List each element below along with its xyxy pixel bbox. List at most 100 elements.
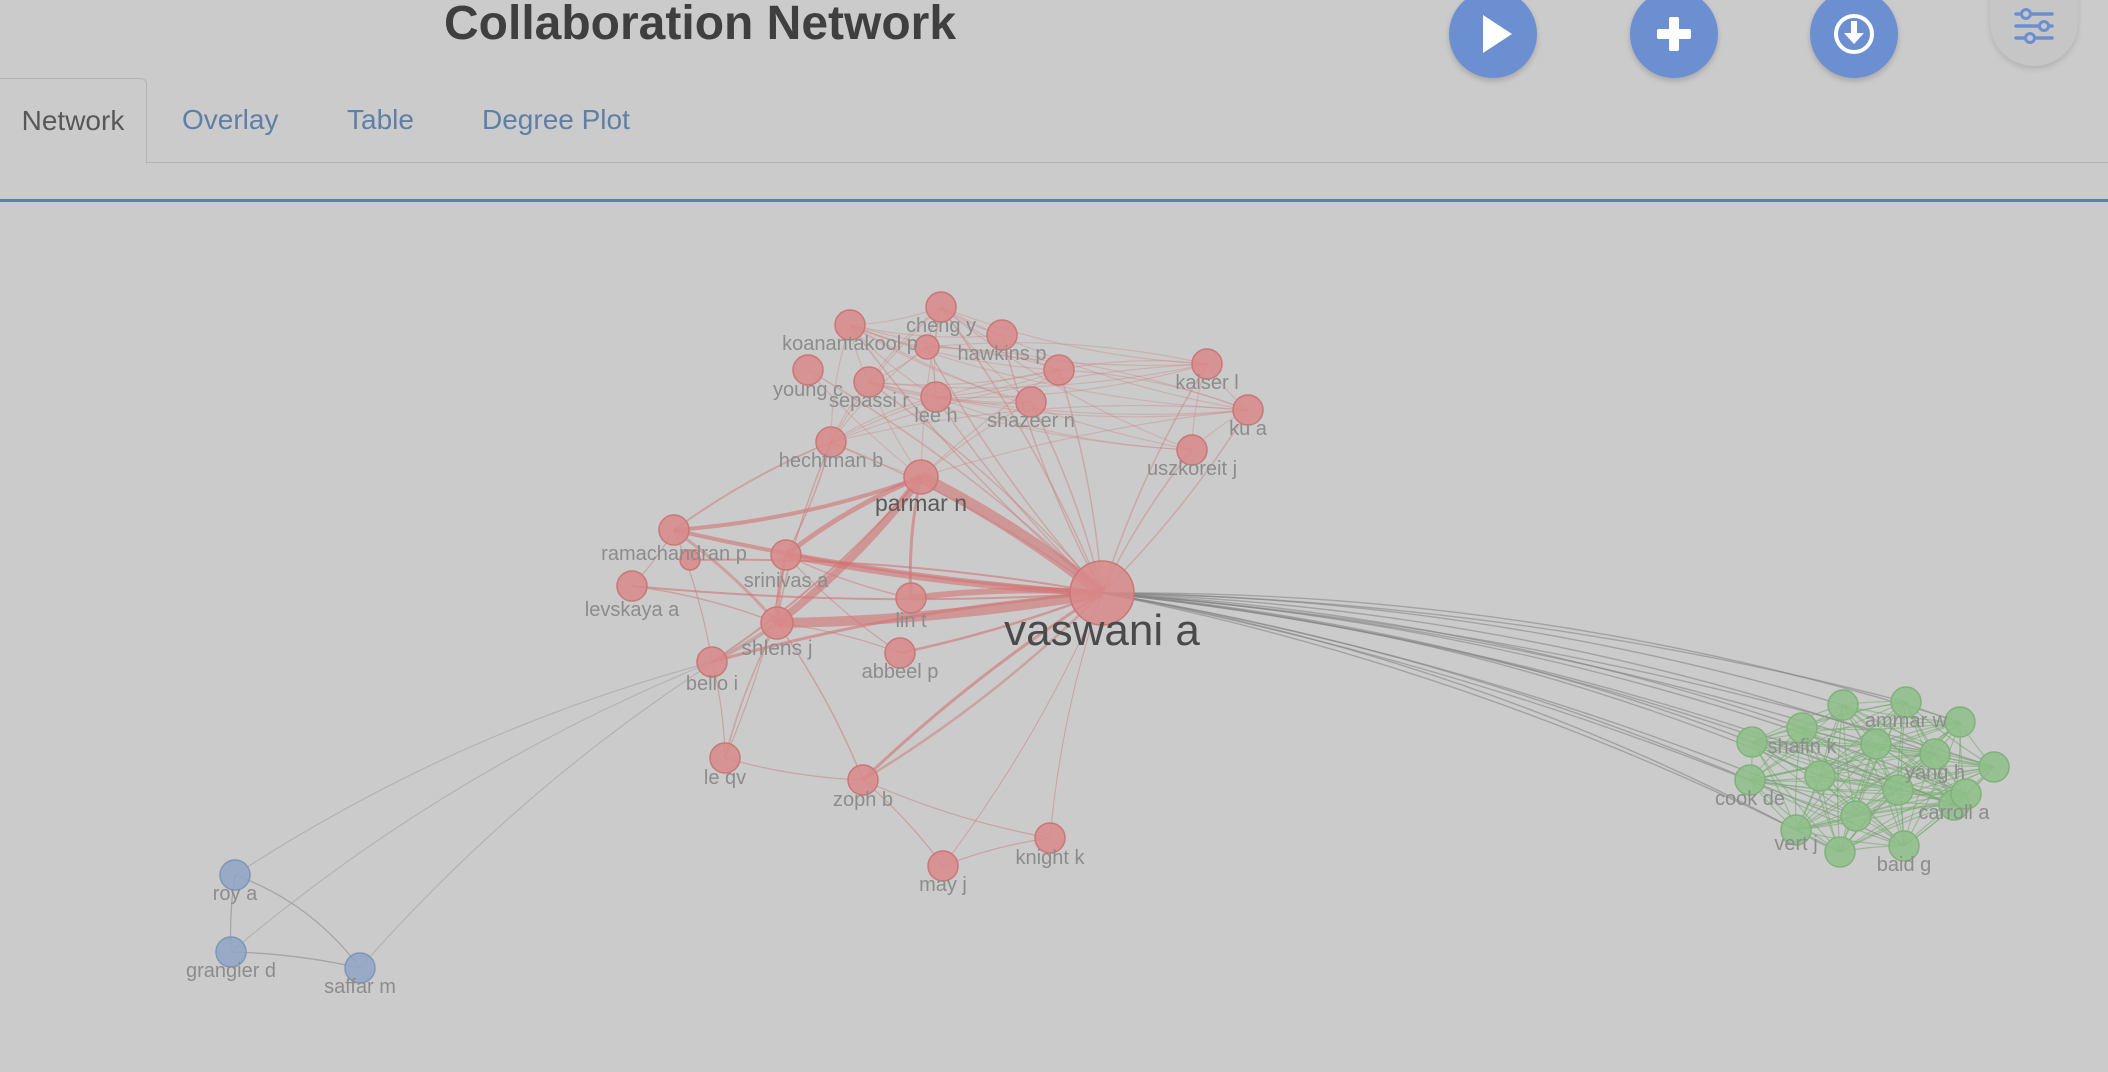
node-shafin-k[interactable] [1786,712,1818,744]
settings-button[interactable] [1990,0,2078,66]
network-edge [862,779,1051,839]
node-knight-k[interactable] [1034,822,1066,854]
play-button[interactable] [1449,0,1537,78]
node-kaiser-l[interactable] [1191,348,1223,380]
node-lin-t[interactable] [895,582,927,614]
page-title: Collaboration Network [444,0,957,50]
node-label: bello i [686,673,738,695]
network-edge [673,475,922,532]
node-label: ramachandran p [601,543,747,565]
node-g4[interactable] [1736,726,1768,758]
node-baid-g[interactable] [1888,830,1920,862]
node-hawkins-p[interactable] [986,319,1018,351]
node-le-qv[interactable] [709,742,741,774]
node-g10[interactable] [1824,836,1856,868]
node-yang-h[interactable] [1919,738,1951,770]
node-srinivas-a[interactable] [770,539,802,571]
node-ramachandran-p[interactable] [658,514,690,546]
node-shazeer-n[interactable] [1015,386,1047,418]
network-edge [1001,334,1103,594]
network-edge [1101,592,1821,777]
node-abbeel-p[interactable] [884,637,916,669]
node-label: hawkins p [958,343,1047,365]
node-lee-h[interactable] [920,381,952,413]
node-red_c[interactable] [679,549,701,571]
network-edge [1101,409,1249,594]
node-zoph-b[interactable] [847,764,879,796]
node-parmar-n[interactable] [903,459,939,495]
network-edge [1101,592,1797,831]
network-edge [940,306,1249,411]
network-edge [830,306,942,443]
tab-network[interactable]: Network [0,78,147,164]
node-red_b[interactable] [914,334,940,360]
node-g1[interactable] [1827,689,1859,721]
network-edge [776,441,832,624]
network-edge [920,409,1249,478]
node-ku-a[interactable] [1232,394,1264,426]
tab-table[interactable]: Table [347,104,414,135]
network-edge [1801,721,1961,731]
download-button[interactable] [1810,0,1898,78]
node-koanantakool-p[interactable] [834,309,866,341]
network-edge [1058,369,1249,411]
node-g8[interactable] [1950,778,1982,810]
node-cheng-y[interactable] [925,291,957,323]
network-edge [689,558,1103,594]
network-edge [776,622,864,781]
network-edge [1749,779,1905,847]
node-uszkoreit-j[interactable] [1176,434,1208,466]
network-edge [926,342,1208,365]
network-edge [1749,779,1955,806]
network-edge [1839,766,1995,853]
node-label: shazeer n [987,410,1075,432]
node-label: uszkoreit j [1147,458,1237,480]
node-g7[interactable] [1882,774,1914,806]
node-bello-i[interactable] [696,646,728,678]
add-button[interactable] [1630,0,1718,78]
plus-icon [1657,17,1691,51]
download-icon [1834,14,1874,54]
node-g3[interactable] [1978,751,2010,783]
node-g2[interactable] [1944,706,1976,738]
network-edge [1819,765,1995,777]
node-hechtman-b[interactable] [815,426,847,458]
tab-overlay[interactable]: Overlay [182,104,279,135]
node-label: cook de [1715,788,1785,810]
network-edge [1101,592,1961,723]
sliders-icon [2014,8,2054,44]
network-edge [234,874,361,969]
network-edge [920,369,1060,478]
node-shlens-j[interactable] [760,606,794,640]
node-cook-de[interactable] [1734,764,1766,796]
node-grangier-d[interactable] [215,936,247,968]
tab-panel-divider [0,199,2108,202]
network-edge [1751,741,1967,795]
node-roy-a[interactable] [219,859,251,891]
node-young-c[interactable] [792,354,824,386]
node-label: abbeel p [862,661,939,683]
node-vert-j[interactable] [1780,814,1812,846]
network-edge [807,369,922,478]
node-g5[interactable] [1804,760,1836,792]
node-saffar-m[interactable] [344,952,376,984]
tab-degree-plot[interactable]: Degree Plot [482,104,630,135]
node-ammar-w[interactable] [1890,686,1922,718]
node-label: knight k [1016,847,1086,869]
node-levskaya-a[interactable] [616,570,648,602]
network-edge [1101,592,1844,706]
node-label: baid g [1877,854,1932,876]
node-vaswani-a[interactable] [1069,560,1135,626]
node-label: ku a [1229,418,1268,440]
node-sepassi-r[interactable] [853,366,885,398]
network-edge [1058,360,1208,371]
node-g6[interactable] [1860,728,1892,760]
network-edge [849,324,1249,411]
node-label: vaswani a [1004,606,1200,655]
node-may-j[interactable] [927,850,959,882]
node-g9[interactable] [1840,800,1872,832]
node-red_a[interactable] [1043,354,1075,386]
node-label: may j [919,874,967,896]
